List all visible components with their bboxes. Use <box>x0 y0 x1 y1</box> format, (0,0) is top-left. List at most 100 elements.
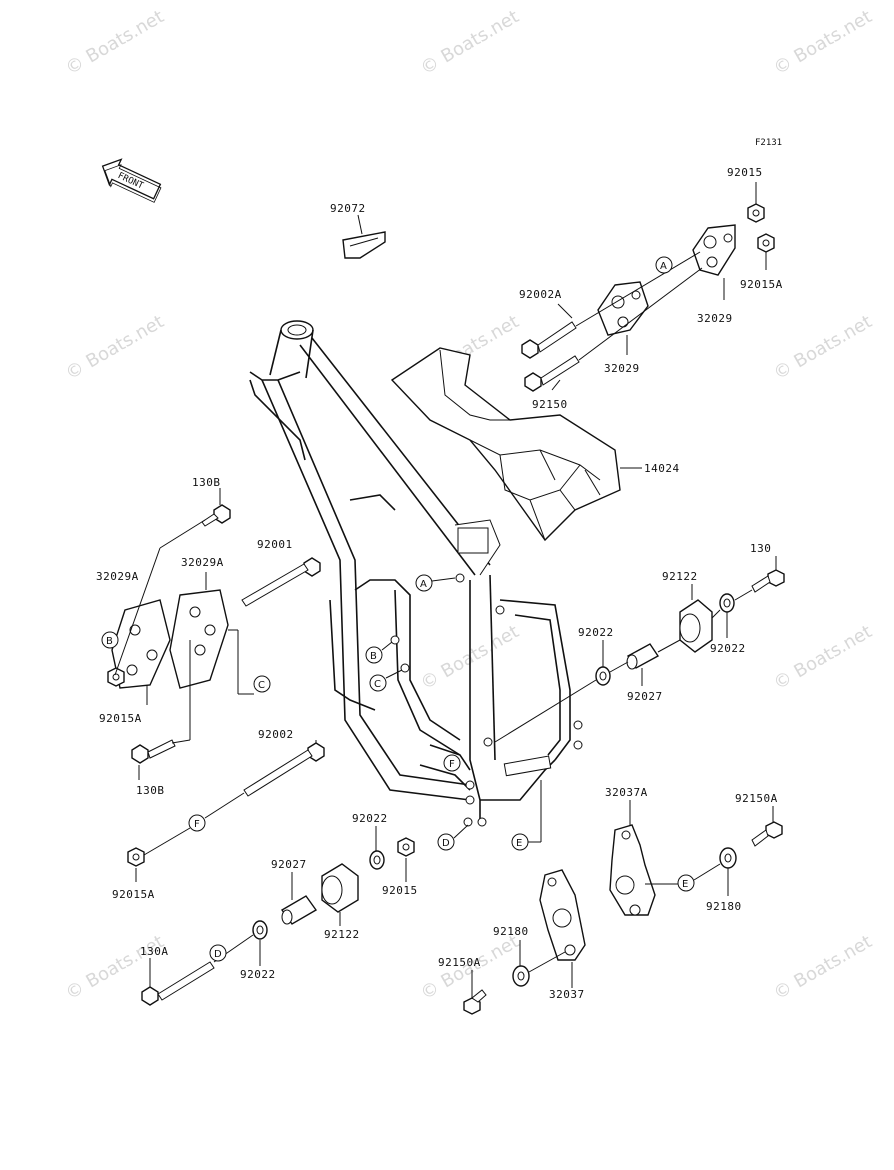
part-label-14024: 14024 <box>644 462 680 475</box>
ref-marker-c-frame <box>369 674 387 692</box>
part-label-92022-bottom: 92022 <box>240 968 276 981</box>
bolt-92002A <box>521 321 577 359</box>
ref-letter-c-left: C <box>258 680 265 691</box>
part-label-32037A: 32037A <box>605 786 648 799</box>
skid-plate-14024 <box>390 347 642 542</box>
ref-letter-e-frame: E <box>516 838 522 849</box>
nut-92015-middle <box>397 837 415 857</box>
watermark: © Boats.net <box>770 931 876 1004</box>
part-label-92022-right-2: 92022 <box>578 626 614 639</box>
spacer-92027-right <box>626 643 660 670</box>
washer-92022-right-top <box>719 593 735 613</box>
part-label-32029-upper: 32029 <box>697 312 733 325</box>
part-label-92150A-left: 92150A <box>438 956 481 969</box>
part-label-130A: 130A <box>140 945 169 958</box>
ref-marker-a-upper <box>655 256 673 274</box>
ref-letter-e-right: E <box>682 879 688 890</box>
motorcycle-frame <box>249 320 583 827</box>
part-label-32037: 32037 <box>549 988 585 1001</box>
washer-92022-bottom <box>252 920 268 940</box>
clip-92072 <box>342 214 386 259</box>
engine-mount-plate-32029-upper <box>692 224 736 276</box>
watermark: © Boats.net <box>62 311 168 384</box>
watermark: © Boats.net <box>770 6 876 79</box>
nut-92015A-left <box>107 667 125 687</box>
bolt-92001 <box>241 557 321 607</box>
collar-92122-right <box>679 599 713 653</box>
part-label-92150: 92150 <box>532 398 568 411</box>
ref-letter-f-left: F <box>194 819 200 830</box>
bolt-92150A-left <box>463 989 487 1015</box>
watermark: © Boats.net <box>770 311 876 384</box>
bolt-92150 <box>524 355 580 392</box>
bracket-32037A <box>609 824 656 916</box>
bolt-130 <box>751 569 785 593</box>
part-label-130B-bottom: 130B <box>136 784 165 797</box>
part-label-92022-right-1: 92022 <box>710 642 746 655</box>
engine-mount-plate-32029-lower <box>597 281 649 336</box>
watermark: © Boats.net <box>417 6 523 79</box>
ref-marker-b-frame <box>365 646 383 664</box>
ref-letter-d-frame: D <box>442 838 450 849</box>
ref-marker-d-left <box>209 944 227 962</box>
part-label-32029A-right: 32029A <box>181 556 224 569</box>
ref-letter-a-frame: A <box>420 579 427 590</box>
bolt-130A <box>141 961 215 1006</box>
washer-92180-left <box>512 965 530 987</box>
part-label-92015A-left: 92015A <box>99 712 142 725</box>
part-label-92022-middle: 92022 <box>352 812 388 825</box>
washer-92022-right-mid <box>595 666 611 686</box>
ref-letter-c-frame: C <box>374 679 381 690</box>
watermark: © Boats.net <box>62 6 168 79</box>
bolt-130B-bottom <box>131 739 176 764</box>
ref-letter-d-left: D <box>214 949 222 960</box>
part-label-92180-right: 92180 <box>706 900 742 913</box>
washer-92022-middle <box>369 850 385 870</box>
ref-marker-c-left <box>253 675 271 693</box>
washer-92180-right <box>719 847 737 869</box>
ref-marker-e-right <box>677 874 695 892</box>
watermark-layer: © Boats.net © Boats.net © Boats.net © Bo… <box>62 6 876 1004</box>
engine-mount-plate-32029A-left <box>111 599 171 689</box>
part-label-92122-left: 92122 <box>324 928 360 941</box>
part-label-130: 130 <box>750 542 771 555</box>
ref-marker-b-left <box>101 631 119 649</box>
bolt-130B-top <box>201 504 231 527</box>
ref-marker-d-frame <box>437 833 455 851</box>
nut-92015A-bottom <box>127 847 145 867</box>
part-label-92001: 92001 <box>257 538 293 551</box>
diagram-code: F2131 <box>755 138 782 148</box>
ref-letter-b-frame: B <box>370 651 377 662</box>
part-label-32029A-left: 32029A <box>96 570 139 583</box>
ref-letter-f-frame: F <box>449 759 455 770</box>
part-label-92027-right: 92027 <box>627 690 663 703</box>
part-label-92015-middle: 92015 <box>382 884 418 897</box>
part-label-92002A: 92002A <box>519 288 562 301</box>
part-label-92122-right: 92122 <box>662 570 698 583</box>
part-label-92150A-right: 92150A <box>735 792 778 805</box>
nut-92015 <box>747 203 765 223</box>
part-label-32029-lower: 32029 <box>604 362 640 375</box>
ref-letter-b-left: B <box>106 636 113 647</box>
bolt-92150A-right <box>751 821 783 847</box>
collar-92122-left <box>321 863 359 913</box>
part-label-92180-left: 92180 <box>493 925 529 938</box>
ref-letter-a-upper: A <box>660 261 667 272</box>
part-label-92015: 92015 <box>727 166 763 179</box>
part-label-92015A-top: 92015A <box>740 278 783 291</box>
part-label-130B-top: 130B <box>192 476 221 489</box>
part-label-92027-left: 92027 <box>271 858 307 871</box>
engine-mount-plate-32029A-right <box>169 589 229 689</box>
nut-92015A-top <box>757 233 775 253</box>
part-label-92015A-bottom: 92015A <box>112 888 155 901</box>
part-label-92002: 92002 <box>258 728 294 741</box>
front-arrow-icon: FRONT <box>101 158 162 203</box>
watermark: © Boats.net <box>770 621 876 694</box>
spacer-92027-left <box>280 895 318 925</box>
bolt-92002 <box>243 742 325 797</box>
ref-marker-f-left <box>188 814 206 832</box>
bracket-32037 <box>539 869 586 961</box>
ref-marker-f-frame <box>443 754 461 772</box>
ref-marker-a-frame <box>415 574 433 592</box>
